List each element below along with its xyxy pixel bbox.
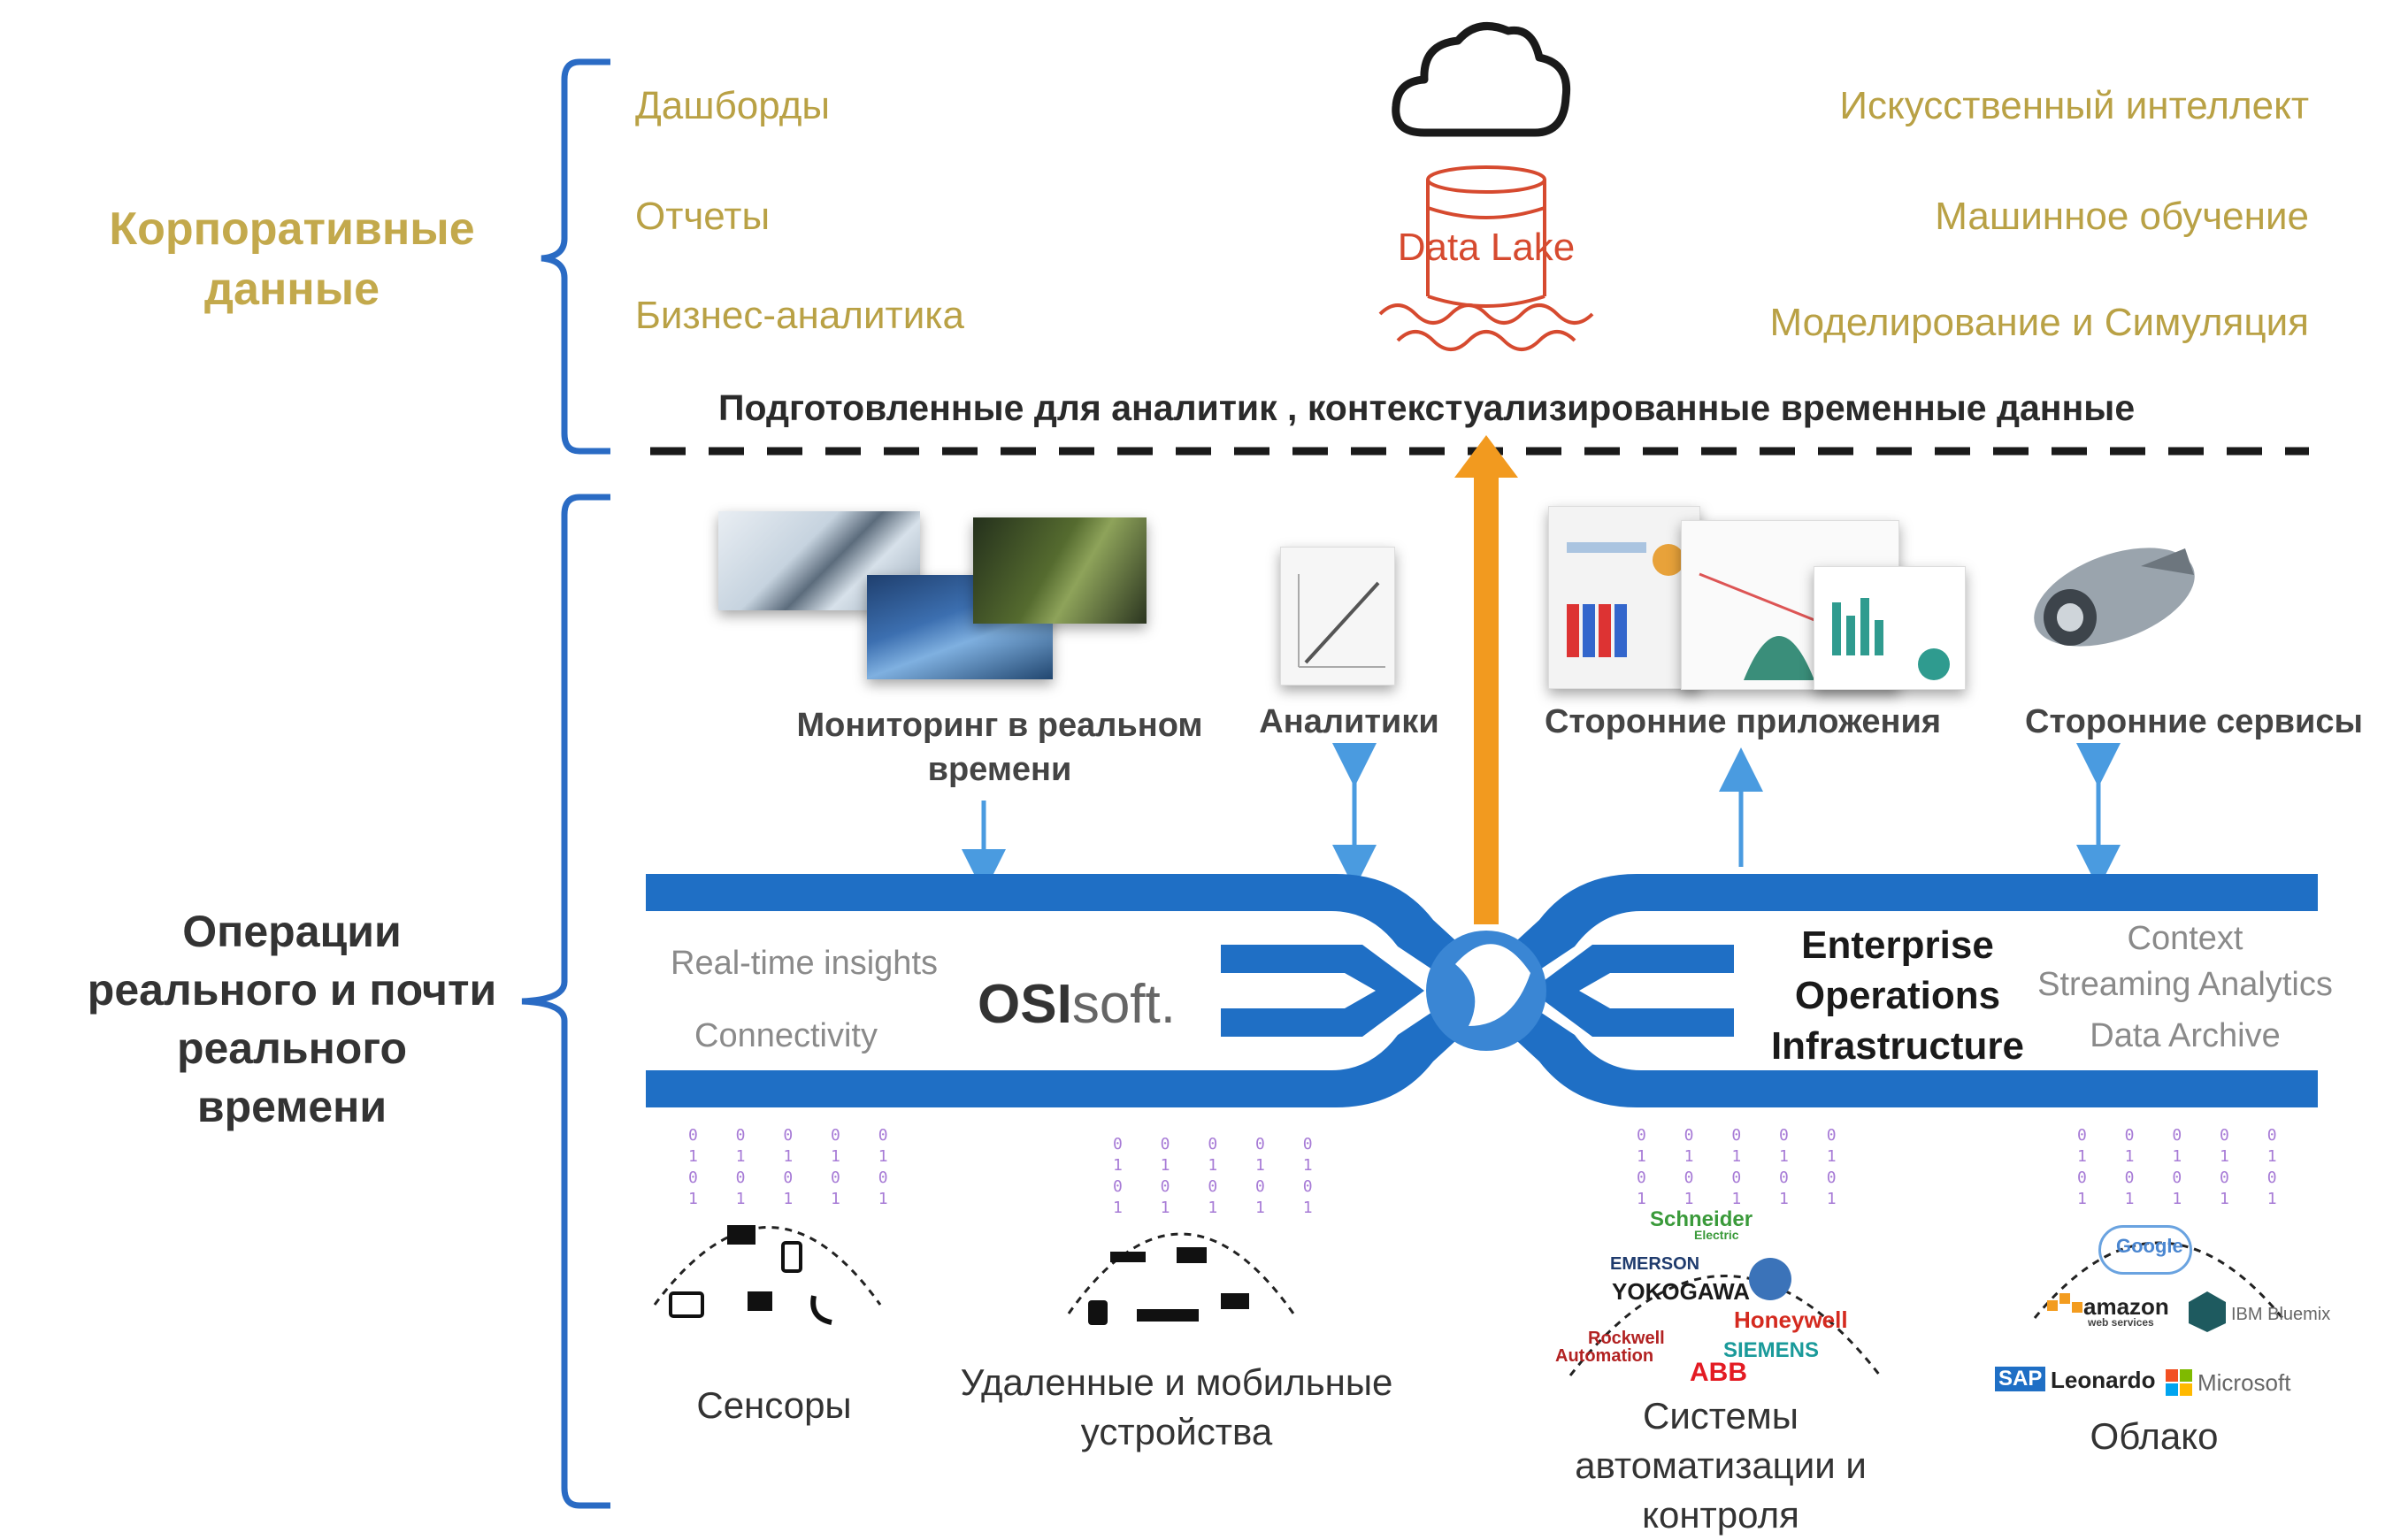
logo-honeywell: Honeywell [1734, 1306, 1848, 1333]
right-item-modeling: Моделирование и Симуляция [1769, 301, 2310, 344]
google-cloud-shape [2098, 1225, 2192, 1275]
pipeline-realtime-insights: Real-time insights [671, 945, 938, 982]
pipeline-graphic [646, 874, 2318, 1107]
left-item-bi: Бизнес-аналитика [635, 294, 964, 337]
train-icon [1088, 1300, 1108, 1325]
left-item-dashboards: Дашборды [635, 84, 830, 127]
osisoft-logo: OSIsoft. [978, 973, 1176, 1036]
logo-ibm-bluemix: IBM Bluemix [2231, 1305, 2331, 1324]
label-automation-systems: Системы автоматизации и контроля [1575, 1395, 1867, 1536]
logo-leonardo: Leonardo [2051, 1367, 2156, 1393]
corporate-title: Корпоративные данные [109, 203, 475, 315]
envelope-icon [727, 1225, 755, 1245]
left-item-reports: Отчеты [635, 195, 771, 238]
photo-dashboard-1 [1548, 506, 1700, 689]
tablet-icon [669, 1291, 704, 1318]
label-third-party-apps: Сторонние приложения [1544, 703, 1942, 740]
label-remote-devices: Удаленные и мобильные устройства [960, 1361, 1393, 1452]
logo-abb: ABB [1690, 1358, 1747, 1387]
logo-schneider: Schneider [1650, 1207, 1753, 1231]
label-sensors: Сенсоры [696, 1384, 852, 1426]
osisoft-logo-light: soft. [1071, 974, 1176, 1035]
logo-amazon: amazon [2083, 1293, 2169, 1320]
logo-aws-subtitle: web services [2088, 1316, 2154, 1329]
logo-emerson: EMERSON [1610, 1254, 1700, 1274]
cloud-icon [1392, 22, 1571, 137]
aws-cubes-icon [2047, 1293, 2082, 1313]
right-item-ai: Искусственный интеллект [1839, 84, 2309, 127]
pipeline-connectivity: Connectivity [694, 1017, 878, 1054]
data-lake-label: Data Lake [1397, 226, 1576, 269]
logo-schneider-electric: Electric [1694, 1228, 1739, 1242]
logo-google: Google [2116, 1235, 2183, 1257]
label-monitoring: Мониторинг в реальном времени [796, 707, 1203, 788]
photo-dashboard-3 [1814, 566, 1966, 690]
microsoft-icon [2166, 1369, 2192, 1396]
operations-bracket [521, 494, 610, 1509]
logo-ge-icon [1749, 1258, 1791, 1300]
label-analytics: Аналитики [1259, 703, 1439, 740]
osisoft-logo-bold: OSI [978, 974, 1072, 1035]
turbine-image [2034, 548, 2195, 647]
conveyor-icon [1110, 1252, 1146, 1262]
handset-icon [810, 1295, 832, 1325]
ship-icon [1137, 1309, 1199, 1322]
corporate-bracket [541, 58, 610, 455]
ibm-bluemix-icon [2189, 1291, 2226, 1332]
right-item-ml: Машинное обучение [1935, 195, 2309, 238]
logo-sap: SAP [1995, 1367, 2046, 1391]
photo-analytics-chart [1280, 547, 1395, 686]
chat-icon [748, 1291, 772, 1311]
operations-title: Операции реального и почти реального вре… [87, 907, 497, 1131]
prepared-data-caption: Подготовленные для аналитик , контекстуа… [718, 387, 2136, 428]
pipeline-context: Context [2127, 920, 2243, 957]
logo-siemens: SIEMENS [1723, 1338, 1820, 1362]
pipeline-streaming-analytics: Streaming Analytics [2037, 966, 2333, 1003]
logo-rockwell: Rockwell [1588, 1329, 1665, 1348]
excavator-icon [1221, 1293, 1249, 1309]
label-cloud: Облако [2090, 1415, 2219, 1457]
data-lake-icon [1378, 165, 1594, 351]
pipeline-data-archive: Data Archive [2090, 1017, 2281, 1054]
logo-microsoft: Microsoft [2197, 1369, 2291, 1396]
photo-field-workers [973, 517, 1147, 624]
orange-up-arrow [1454, 435, 1518, 924]
truck-icon [1177, 1247, 1207, 1263]
logo-yokogawa: YOKOGAWA [1612, 1278, 1751, 1305]
label-third-party-services: Сторонние сервисы [2025, 703, 2363, 740]
pipeline-center-title: Enterprise Operations Infrastructure [1770, 923, 2025, 1068]
phone-icon [781, 1241, 802, 1273]
logo-rockwell-automation: Automation [1555, 1346, 1654, 1366]
